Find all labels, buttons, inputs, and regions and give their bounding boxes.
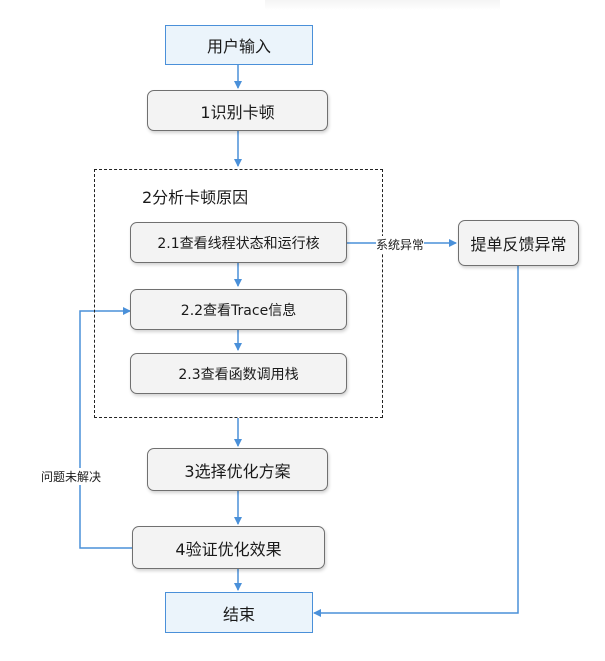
node-check-call-stack: 2.3查看函数调用栈 [130, 353, 347, 394]
node-identify-lag-label: 1识别卡顿 [200, 102, 275, 122]
node-end: 结束 [165, 592, 313, 633]
node-end-label: 结束 [222, 604, 255, 624]
node-user-input-label: 用户输入 [206, 37, 271, 56]
node-check-trace-label: 2.2查看Trace信息 [180, 302, 297, 319]
node-verify-effect-label: 4验证优化效果 [175, 539, 282, 559]
node-identify-lag: 1识别卡顿 [147, 90, 328, 131]
node-choose-solution: 3选择优化方案 [147, 448, 328, 491]
node-check-thread-state-label: 2.1查看线程状态和运行核 [157, 235, 320, 252]
node-choose-solution-label: 3选择优化方案 [184, 461, 291, 481]
group-analyze-lag-cause-title: 2分析卡顿原因 [142, 188, 249, 207]
node-verify-effect: 4验证优化效果 [132, 526, 325, 569]
node-check-thread-state: 2.1查看线程状态和运行核 [130, 222, 347, 263]
node-submit-feedback: 提单反馈异常 [458, 220, 579, 266]
node-check-trace: 2.2查看Trace信息 [130, 289, 347, 330]
arrow-feedback-to-end [313, 266, 519, 617]
node-user-input: 用户输入 [165, 25, 313, 65]
node-check-call-stack-label: 2.3查看函数调用栈 [178, 366, 299, 383]
arrow-verify-loop-to-trace [79, 307, 132, 549]
edge-label-issue-unresolved: 问题未解决 [41, 468, 102, 485]
group-analyze-lag-cause [94, 169, 383, 418]
node-submit-feedback-label: 提单反馈异常 [470, 235, 567, 254]
edge-label-system-exception: 系统异常 [376, 236, 425, 253]
top-shadow-decoration [265, 0, 500, 10]
